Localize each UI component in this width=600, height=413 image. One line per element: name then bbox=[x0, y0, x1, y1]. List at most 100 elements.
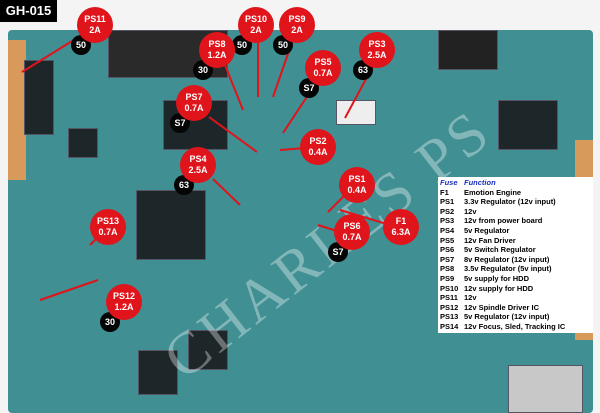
chip bbox=[188, 330, 228, 370]
fuse-name: PS5 bbox=[314, 57, 332, 67]
fuse-name: PS4 bbox=[189, 154, 207, 164]
fuse-rating: 0.7A bbox=[313, 68, 333, 78]
legend-row: F1 Emotion Engine bbox=[440, 188, 591, 198]
header-fuse: Fuse bbox=[440, 178, 458, 187]
fuse-name: PS8 bbox=[208, 39, 226, 49]
legend-row: PS11 12v bbox=[440, 293, 591, 303]
legend-function: 12v supply for HDD bbox=[464, 283, 534, 293]
fuse-rating: 2A bbox=[89, 25, 101, 35]
legend-fuse: PS6 bbox=[440, 245, 455, 255]
legend-function: 12v Focus, Sled, Tracking IC bbox=[464, 321, 566, 331]
legend-function: 5v supply for HDD bbox=[464, 273, 530, 283]
fuse-name: PS9 bbox=[288, 14, 306, 24]
fuse-rating: 2A bbox=[291, 25, 303, 35]
legend-function: 12v bbox=[464, 206, 477, 216]
fuse-rating: 2.5A bbox=[367, 50, 387, 60]
arrow-ps1 bbox=[327, 194, 346, 213]
arrow-f1 bbox=[339, 209, 391, 226]
legend-row: PS10 12v supply for HDD bbox=[440, 284, 591, 294]
legend-function: 12v from power board bbox=[464, 216, 543, 226]
fuse-name: PS2 bbox=[309, 136, 327, 146]
legend-function: 12v Fan Driver bbox=[464, 235, 516, 245]
chip bbox=[138, 350, 178, 395]
legend-function: Emotion Engine bbox=[464, 187, 522, 197]
legend-fuse: F1 bbox=[440, 187, 449, 197]
legend-function: 5v Regulator bbox=[464, 225, 510, 235]
legend-fuse: PS1 bbox=[440, 197, 455, 207]
legend-function: 5v Regulator (12v input) bbox=[464, 312, 550, 322]
legend-row: PS5 12v Fan Driver bbox=[440, 236, 591, 246]
legend-fuse: PS2 bbox=[440, 206, 455, 216]
legend-row: PS2 12v bbox=[440, 207, 591, 217]
legend-fuse: PS4 bbox=[440, 225, 455, 235]
fuse-rating: 1.2A bbox=[207, 50, 227, 60]
legend-fuse: PS3 bbox=[440, 216, 455, 226]
arrow-ps12 bbox=[39, 279, 99, 301]
legend-fuse: PS10 bbox=[440, 283, 459, 293]
arrow-ps4 bbox=[212, 178, 241, 206]
connector bbox=[438, 30, 498, 70]
legend-function: 3.5v Regulator (5v input) bbox=[464, 264, 552, 274]
legend-row: PS8 3.5v Regulator (5v input) bbox=[440, 264, 591, 274]
fuse-rating: 1.2A bbox=[114, 302, 134, 312]
arrow-ps7 bbox=[208, 116, 258, 153]
legend-row: PS3 12v from power board bbox=[440, 216, 591, 226]
fuse-name: PS6 bbox=[343, 221, 361, 231]
legend-row: PS6 5v Switch Regulator bbox=[440, 245, 591, 255]
arrow-ps8 bbox=[224, 64, 244, 111]
header-function: Function bbox=[464, 178, 496, 187]
fuse-rating: 0.4A bbox=[347, 185, 367, 195]
chip bbox=[68, 128, 98, 158]
legend-fuse: PS12 bbox=[440, 302, 459, 312]
legend-function: 8v Regulator (12v input) bbox=[464, 254, 550, 264]
legend-function: 12v bbox=[464, 293, 477, 303]
connector bbox=[508, 365, 583, 413]
legend-fuse: PS14 bbox=[440, 321, 459, 331]
fuse-rating: 2A bbox=[250, 25, 262, 35]
legend-row: PS9 5v supply for HDD bbox=[440, 274, 591, 284]
emotion-engine-chip bbox=[136, 190, 206, 260]
legend-fuse: PS8 bbox=[440, 264, 455, 274]
chip bbox=[498, 100, 558, 150]
fuse-name: PS13 bbox=[96, 216, 120, 226]
fuse-name: F1 bbox=[395, 216, 407, 226]
white-connector bbox=[336, 100, 376, 125]
legend-fuse: PS7 bbox=[440, 254, 455, 264]
board-model-label: GH-015 bbox=[0, 0, 57, 22]
fuse-name: PS10 bbox=[244, 14, 268, 24]
board-edge bbox=[8, 40, 26, 180]
legend-fuse: PS9 bbox=[440, 273, 455, 283]
legend-row: PS7 8v Regulator (12v input) bbox=[440, 255, 591, 265]
fuse-name: PS1 bbox=[348, 174, 366, 184]
legend-fuse: PS11 bbox=[440, 293, 458, 303]
legend-row: PS12 12v Spindle Driver IC bbox=[440, 303, 591, 313]
legend-function: 12v Spindle Driver IC bbox=[464, 302, 540, 312]
fuse-name: PS11 bbox=[84, 14, 106, 24]
fuse-rating: 6.3A bbox=[391, 227, 411, 237]
fuse-name: PS7 bbox=[185, 92, 203, 102]
fuse-name: PS12 bbox=[112, 291, 136, 301]
fuse-rating: 0.4A bbox=[308, 147, 328, 157]
legend-function: 5v Switch Regulator bbox=[464, 245, 536, 255]
legend-row: PS1 3.3v Regulator (12v input) bbox=[440, 197, 591, 207]
legend-fuse: PS5 bbox=[440, 235, 455, 245]
legend-function: 3.3v Regulator (12v input) bbox=[464, 197, 556, 207]
fuse-rating: 0.7A bbox=[342, 232, 362, 242]
fuse-rating: 2.5A bbox=[188, 165, 208, 175]
fuse-rating: 0.7A bbox=[98, 227, 118, 237]
